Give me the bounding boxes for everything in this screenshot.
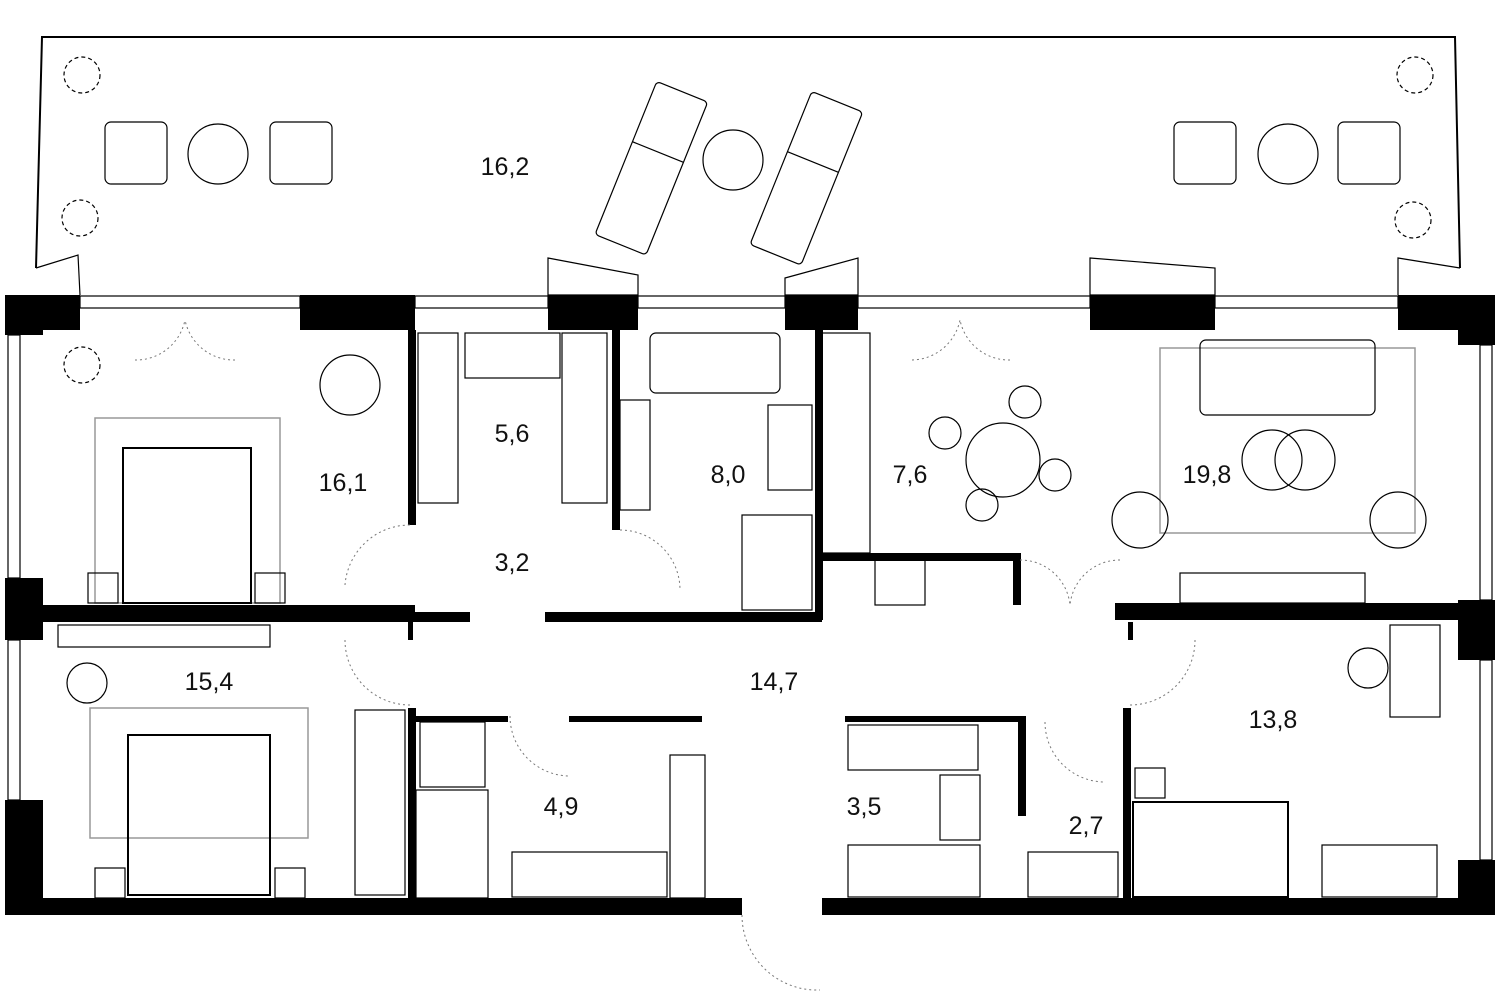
wardrobe (354, 709, 406, 896)
tv-stand (1179, 572, 1366, 604)
area-label-kitchen: 7,6 (893, 461, 928, 489)
sofa (1199, 339, 1376, 416)
dining-table (965, 422, 1041, 498)
fridge (874, 559, 926, 606)
coffee-table (1241, 429, 1303, 491)
hanging-rail (669, 754, 706, 899)
shelves (417, 332, 459, 504)
rug (89, 707, 309, 839)
shower (741, 514, 813, 611)
rug (1159, 347, 1416, 534)
area-label-terrace: 16,2 (481, 153, 530, 181)
armchair (319, 354, 381, 416)
area-labels: 16,2 16,1 5,6 8,0 7,6 19,8 3,2 15,4 14,7… (185, 153, 1298, 840)
bathtub (649, 332, 781, 394)
chair (66, 662, 108, 704)
area-label-bathroom-1: 8,0 (711, 461, 746, 489)
nightstand (87, 572, 119, 604)
sink (767, 404, 813, 491)
armchair (269, 121, 333, 185)
hanging-rail (561, 332, 608, 504)
armchair (1111, 491, 1169, 549)
desk (1389, 624, 1441, 718)
area-label-bedroom-3: 13,8 (1249, 706, 1298, 734)
shower (415, 789, 489, 899)
desk (57, 624, 271, 648)
shelves (464, 332, 561, 379)
cabinet (619, 399, 651, 511)
coffee-table (187, 123, 249, 185)
chair (1347, 647, 1389, 689)
dresser (1321, 844, 1438, 898)
area-label-corridor: 14,7 (750, 668, 799, 696)
washing-machine (419, 721, 486, 788)
plant-icon (61, 56, 1434, 384)
sun-lounger (750, 92, 863, 265)
hanging-rail (847, 844, 981, 898)
bed (1132, 801, 1289, 898)
bed (127, 734, 271, 896)
nightstand (254, 572, 286, 604)
area-label-bedroom-1: 16,1 (319, 469, 368, 497)
armchair (1173, 121, 1237, 185)
terrace-furniture (61, 56, 1434, 384)
furniture (57, 332, 1441, 899)
bed (122, 447, 252, 604)
shelves (847, 724, 979, 771)
armchair (1337, 121, 1401, 185)
side-table (702, 129, 764, 191)
area-label-bathroom-3: 2,7 (1069, 812, 1104, 840)
walls (5, 295, 1495, 915)
armchair (1369, 491, 1427, 549)
doors (134, 319, 1196, 991)
area-label-living-room: 19,8 (1183, 461, 1232, 489)
area-label-hall-1: 3,2 (495, 549, 530, 577)
windows (7, 295, 1493, 861)
area-label-bedroom-2: 15,4 (185, 668, 234, 696)
area-label-wardrobe-1: 5,6 (495, 420, 530, 448)
area-label-bathroom-2: 4,9 (544, 793, 579, 821)
sun-lounger (595, 82, 708, 255)
coffee-table (1257, 123, 1319, 185)
kitchen-counter (821, 332, 871, 554)
vanity (1027, 851, 1119, 898)
vanity (511, 851, 668, 898)
area-label-wardrobe-2: 3,5 (847, 793, 882, 821)
armchair (104, 121, 168, 185)
terrace (35, 36, 1461, 296)
